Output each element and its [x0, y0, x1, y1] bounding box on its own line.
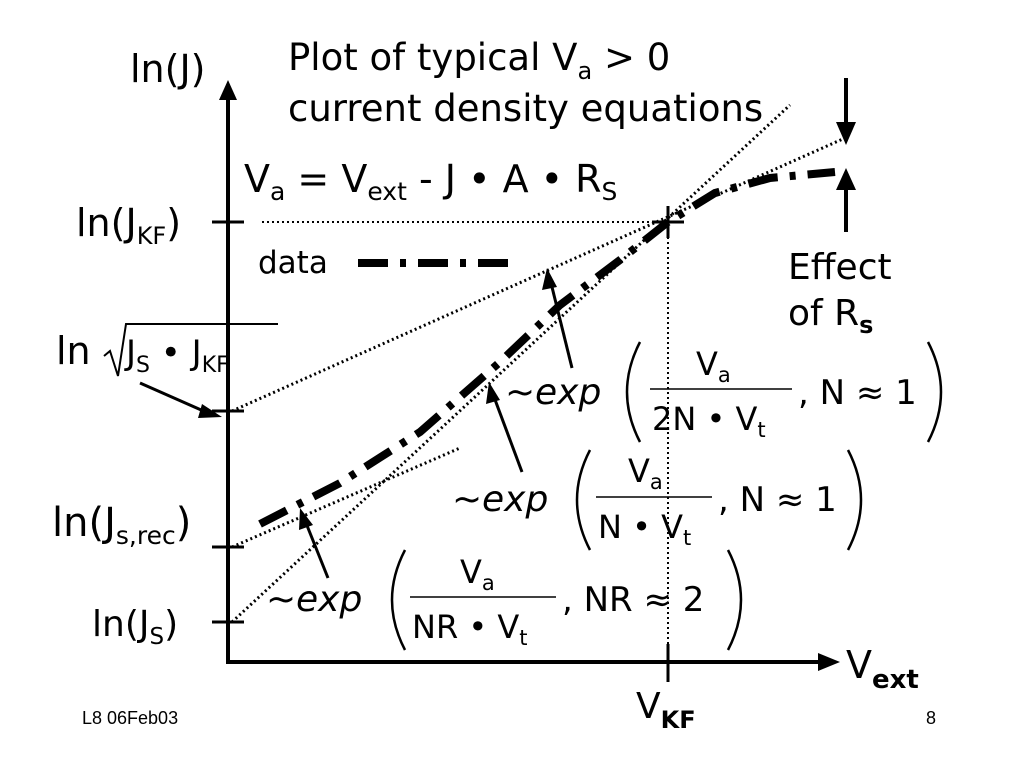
svg-text:N • Vt: N • Vt	[598, 508, 691, 550]
label-ln-sqrt: ln JS • JKF	[56, 323, 278, 418]
footer-left: L8 06Feb03	[82, 708, 178, 728]
effect-of-rs: Effect of Rs	[788, 78, 892, 339]
svg-text:, NR ≈ 2: , NR ≈ 2	[562, 580, 704, 620]
svg-text:, N ≈ 1: , N ≈ 1	[798, 373, 917, 413]
title-line2: current density equations	[288, 87, 763, 130]
y-axis-label: ln(J)	[130, 47, 206, 91]
line-n1-half	[231, 136, 846, 413]
formula-2n-pointer	[549, 282, 574, 369]
model-lines	[230, 103, 846, 624]
x-tick-label-vkf: VKF	[636, 686, 696, 734]
svg-text:exp: exp	[482, 479, 548, 520]
footer-page-number: 8	[926, 708, 936, 728]
line-nr2	[231, 446, 461, 549]
label-ln-js: ln(JS)	[92, 604, 178, 650]
x-axis-arrowhead	[818, 653, 840, 671]
formula-nr: ~ exp Va NR • Vt , NR ≈ 2	[266, 508, 743, 651]
paren-right	[846, 449, 863, 551]
svg-text:Va: Va	[628, 452, 663, 494]
svg-text:2N • Vt: 2N • Vt	[652, 400, 766, 442]
title: Plot of typical Va > 0 current density e…	[288, 36, 763, 130]
formula-2n: ~ exp Va 2N • Vt , N ≈ 1	[505, 268, 943, 443]
svg-text:ln: ln	[56, 329, 91, 373]
svg-text:~: ~	[266, 579, 296, 620]
series-resistance-equation: Va = Vext - J • A • RS	[244, 157, 617, 206]
label-ln-jkf: ln(JKF)	[76, 201, 181, 250]
paren-left	[625, 341, 642, 443]
paren-left	[390, 549, 407, 651]
paren-right	[726, 549, 743, 651]
svg-text:Va: Va	[460, 553, 495, 595]
formula-n-pointer	[492, 396, 524, 473]
x-axis-label: Vext	[846, 643, 919, 695]
formula-nr-pointer	[304, 522, 330, 579]
paren-right	[926, 341, 943, 443]
label-ln-jsrec: ln(Js,rec)	[52, 500, 191, 550]
y-ticks	[212, 220, 244, 624]
svg-text:~: ~	[452, 479, 482, 520]
svg-text:NR • Vt: NR • Vt	[412, 608, 528, 650]
axes	[219, 80, 840, 671]
paren-left	[575, 449, 592, 551]
title-line1: Plot of typical Va > 0	[288, 36, 670, 85]
radical-sign	[103, 323, 278, 377]
effect-label-line2: of Rs	[788, 293, 873, 339]
svg-text:, N ≈ 1: , N ≈ 1	[718, 480, 837, 520]
svg-text:exp: exp	[535, 372, 601, 413]
svg-text:JS • JKF: JS • JKF	[124, 333, 229, 378]
y-axis-arrowhead	[219, 80, 237, 100]
legend: data	[258, 245, 520, 281]
legend-data-label: data	[258, 245, 328, 281]
effect-label-line1: Effect	[788, 247, 892, 288]
guides	[262, 221, 669, 662]
data-curve	[258, 168, 836, 528]
formula-n: ~ exp Va N • Vt , N ≈ 1	[452, 382, 863, 551]
svg-text:exp: exp	[296, 579, 362, 620]
line-n1	[230, 103, 792, 624]
sqrt-pointer-arrow	[139, 381, 209, 415]
svg-text:~: ~	[505, 372, 535, 413]
svg-text:Va: Va	[696, 345, 731, 387]
